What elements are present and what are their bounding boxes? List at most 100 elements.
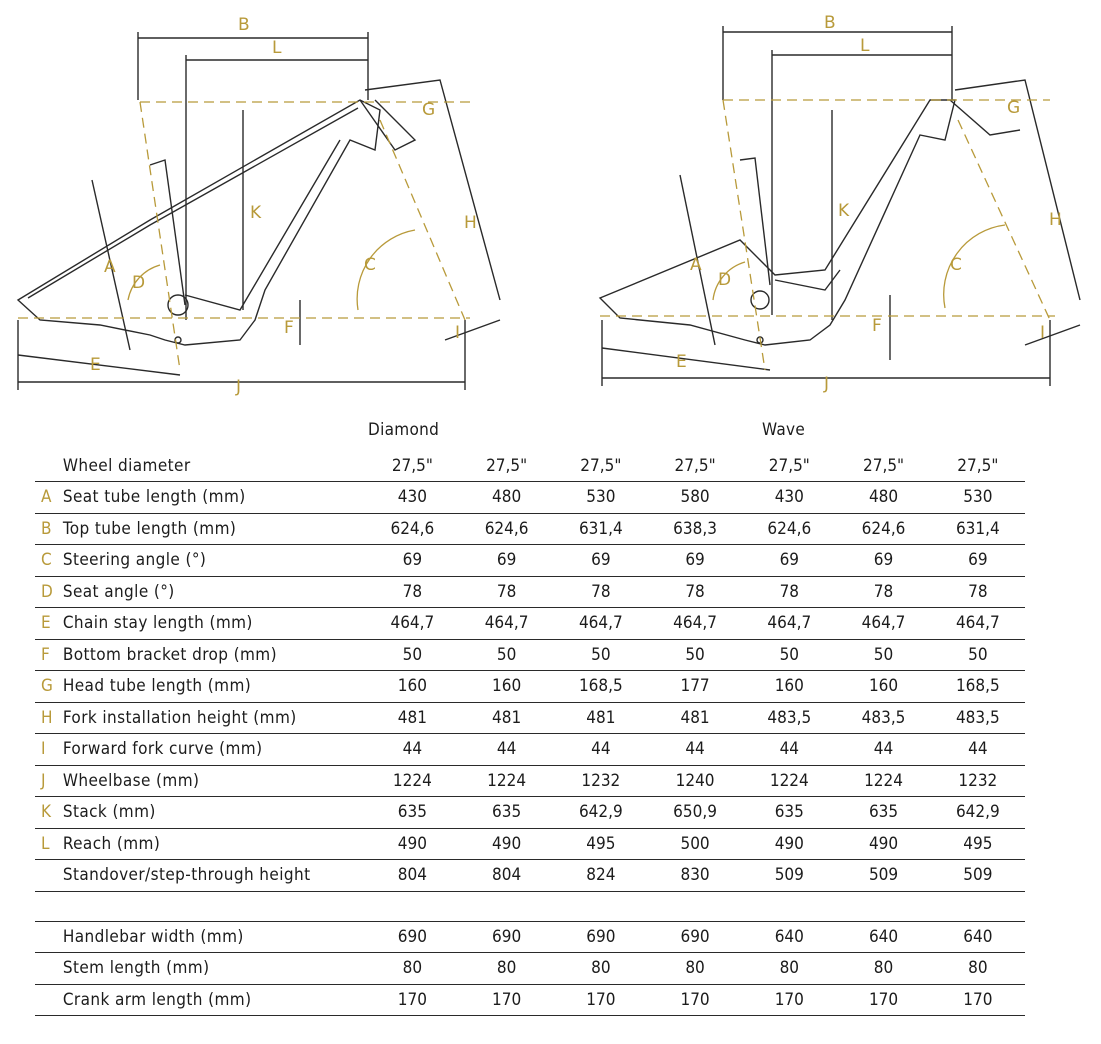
row-value: 481: [647, 702, 743, 734]
row-value: 635: [459, 796, 554, 829]
row-value: 580: [647, 481, 743, 514]
wave-label-g: G: [1007, 98, 1020, 118]
row-value: 80: [930, 952, 1025, 985]
row-value: 464,7: [365, 607, 460, 640]
wave-label-e: E: [676, 352, 687, 372]
row-value: 464,7: [459, 607, 554, 640]
row-value: 530: [553, 481, 648, 514]
row-label: Wheelbase (mm): [62, 765, 366, 797]
row-value: 650,9: [647, 796, 743, 829]
row-value: 464,7: [930, 607, 1025, 640]
row-value: 635: [365, 796, 460, 829]
row-value: 160: [365, 670, 460, 703]
row-value: 27,5": [553, 450, 648, 482]
row-value: 50: [553, 639, 648, 671]
row-value: 690: [647, 921, 743, 953]
row-value: 624,6: [742, 513, 837, 545]
row-value: 27,5": [930, 450, 1025, 482]
row-letter: G: [35, 670, 63, 703]
row-value: 80: [647, 952, 743, 985]
row-letter: L: [35, 828, 63, 860]
row-letter: F: [35, 639, 63, 671]
row-label: Forward fork curve (mm): [62, 733, 366, 766]
diamond-label-g: G: [422, 100, 435, 120]
row-value: 44: [836, 733, 931, 766]
row-letter: J: [35, 765, 63, 797]
row-letter: B: [35, 513, 63, 545]
row-value: 160: [459, 670, 554, 703]
row-value: 170: [553, 984, 648, 1016]
row-label: Crank arm length (mm): [62, 984, 366, 1016]
row-value: 490: [365, 828, 460, 860]
row-value: 635: [742, 796, 837, 829]
row-value: 50: [742, 639, 837, 671]
row-value: 27,5": [365, 450, 460, 482]
row-value: 50: [459, 639, 554, 671]
group-heading-diamond: Diamond: [368, 420, 440, 440]
row-value: 170: [930, 984, 1025, 1016]
row-value: 177: [647, 670, 743, 703]
row-value: 69: [742, 544, 837, 577]
row-value: 830: [647, 859, 743, 892]
row-value: 170: [836, 984, 931, 1016]
wave-label-b: B: [824, 13, 836, 33]
row-value: 78: [553, 576, 648, 608]
row-value: 69: [930, 544, 1025, 577]
wave-label-k: K: [838, 201, 850, 221]
row-value: 430: [742, 481, 837, 514]
table-spacer-row: [35, 891, 1025, 922]
row-label: Chain stay length (mm): [62, 607, 366, 640]
row-value: 50: [365, 639, 460, 671]
row-value: 78: [836, 576, 931, 608]
row-label: Standover/step-through height: [62, 859, 366, 892]
row-value: 170: [365, 984, 460, 1016]
diamond-label-l: L: [272, 38, 282, 58]
row-value: 690: [365, 921, 460, 953]
row-value: 483,5: [742, 702, 837, 734]
row-value: 638,3: [647, 513, 743, 545]
row-value: 624,6: [836, 513, 931, 545]
row-value: 78: [459, 576, 554, 608]
row-value: 27,5": [647, 450, 743, 482]
row-label: Bottom bracket drop (mm): [62, 639, 366, 671]
row-value: 69: [647, 544, 743, 577]
row-value: 481: [459, 702, 554, 734]
row-value: 483,5: [836, 702, 931, 734]
wave-label-a: A: [690, 255, 702, 275]
row-letter: A: [35, 481, 63, 514]
row-label: Steering angle (°): [62, 544, 366, 577]
row-value: 530: [930, 481, 1025, 514]
row-value: 464,7: [742, 607, 837, 640]
row-value: 640: [836, 921, 931, 953]
row-value: 642,9: [930, 796, 1025, 829]
diamond-label-c: C: [364, 255, 376, 275]
row-value: 80: [553, 952, 648, 985]
row-value: 481: [365, 702, 460, 734]
row-value: 1232: [930, 765, 1025, 797]
row-value: 642,9: [553, 796, 648, 829]
row-value: 480: [836, 481, 931, 514]
row-value: 490: [836, 828, 931, 860]
diamond-label-a: A: [104, 257, 116, 277]
row-label: Handlebar width (mm): [62, 921, 366, 953]
row-value: 44: [365, 733, 460, 766]
row-value: 50: [930, 639, 1025, 671]
diamond-label-h: H: [464, 213, 477, 233]
row-value: 168,5: [930, 670, 1025, 703]
row-value: 80: [365, 952, 460, 985]
row-value: 1240: [647, 765, 743, 797]
row-value: 44: [553, 733, 648, 766]
row-label: Stack (mm): [62, 796, 366, 829]
row-label: Stem length (mm): [62, 952, 366, 985]
row-value: 1224: [459, 765, 554, 797]
diamond-label-e: E: [90, 355, 101, 375]
diamond-label-d: D: [132, 273, 145, 293]
row-value: 464,7: [836, 607, 931, 640]
